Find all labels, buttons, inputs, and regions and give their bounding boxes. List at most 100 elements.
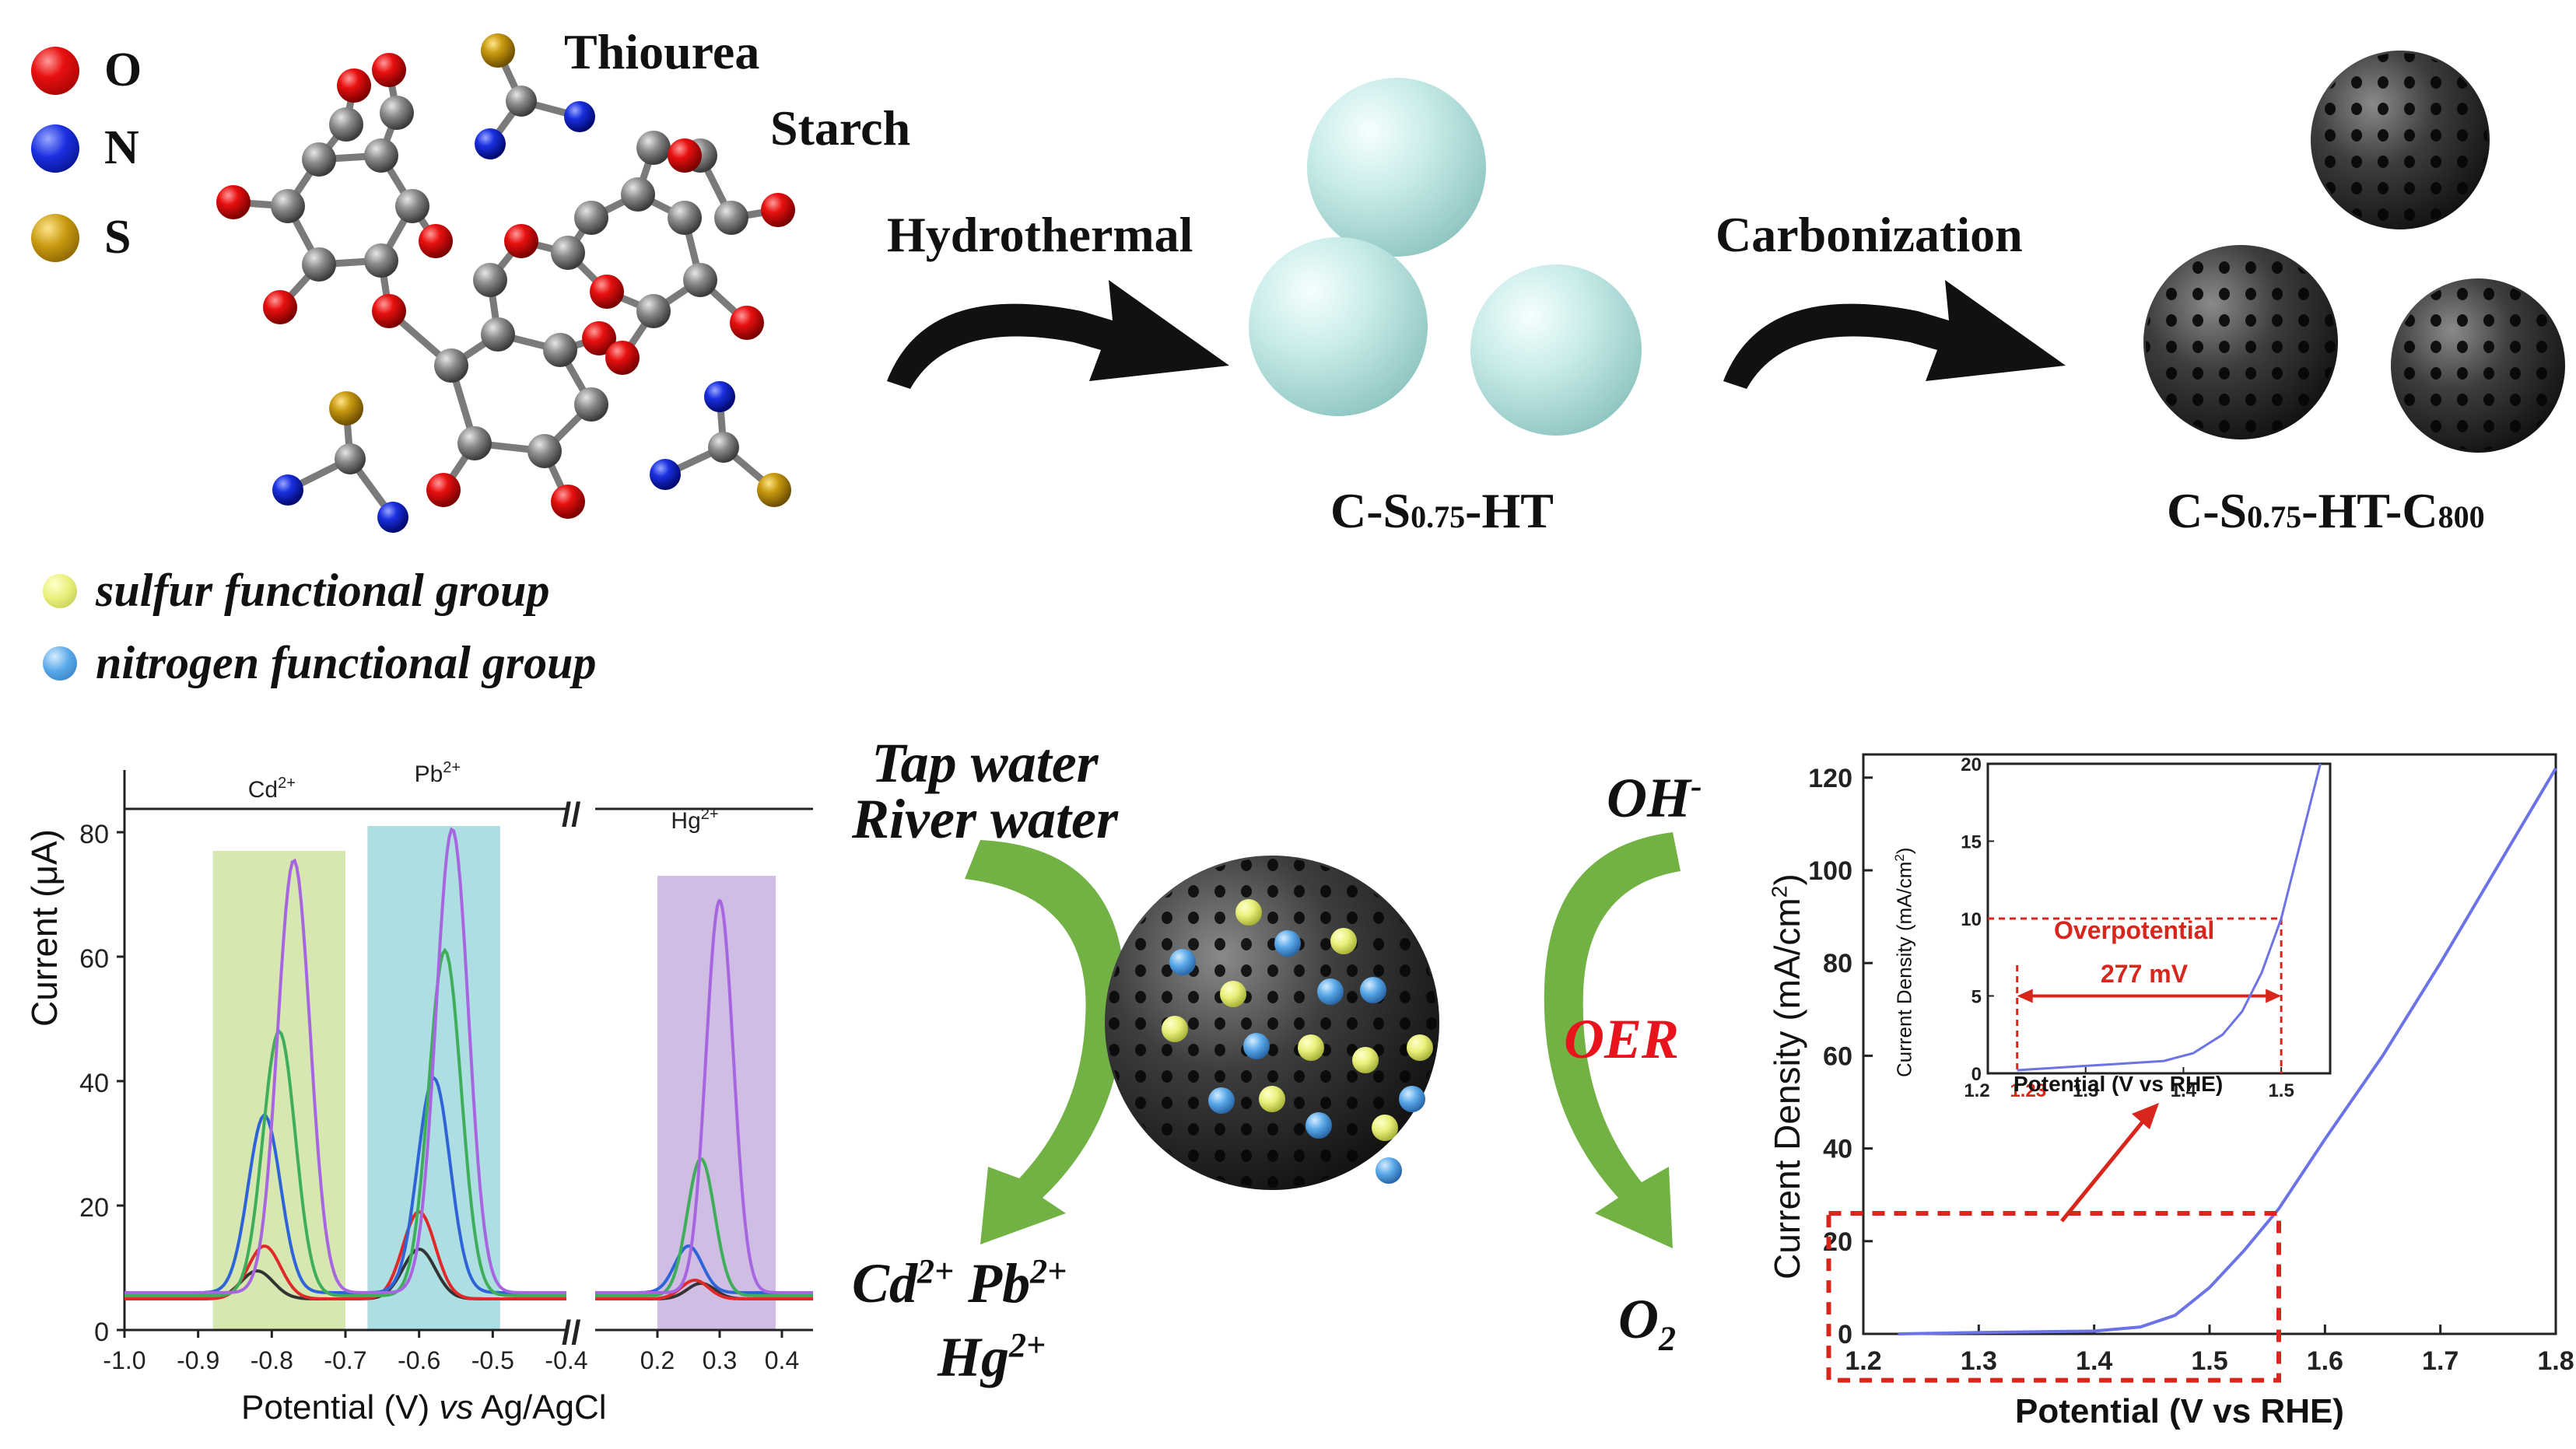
inset-lsv-curve <box>2017 763 2322 1072</box>
sulfur-group-dot-icon <box>43 573 77 608</box>
functional-group-dots <box>1162 899 1433 1184</box>
x-tick-label: -0.4 <box>545 1346 587 1374</box>
hydroxide-label: OH- <box>1607 767 1702 829</box>
molecule-structures <box>216 33 795 533</box>
inset-x-tick-label: 1.2 <box>1964 1080 1989 1101</box>
hydrothermal-arrow-icon <box>887 280 1229 389</box>
sulfur-ball-icon <box>31 213 79 262</box>
y-tick-label: 80 <box>1823 949 1852 978</box>
nitrogen-ball-icon <box>31 124 79 173</box>
y-tick-label: 80 <box>79 820 109 849</box>
ions-label: Cd2+ Pb2+ Hg2+ <box>852 1252 1067 1388</box>
product2-label: C-S0.75-HT-C800 <box>2167 483 2485 538</box>
x-tick-label: 1.6 <box>2307 1346 2343 1376</box>
overpotential-value: 277 mV <box>2093 960 2196 989</box>
x-tick-label: -0.9 <box>177 1346 219 1374</box>
peak-label: Hg2+ <box>671 806 718 834</box>
y-tick-label: 60 <box>79 944 109 974</box>
carbonization-label: Carbonization <box>1716 207 2023 262</box>
oer-label: OER <box>1564 1008 1680 1070</box>
legend-group-label: nitrogen functional group <box>96 637 597 688</box>
legend-atom-n: N <box>31 121 139 176</box>
y-tick-label: 0 <box>94 1318 109 1347</box>
axis-break-mark: // <box>562 1314 580 1352</box>
x-tick-label: 0.3 <box>703 1346 737 1374</box>
series-line-right <box>595 1157 813 1297</box>
series-line-left <box>124 827 566 1294</box>
nitrogen-group-dot-icon <box>43 646 77 681</box>
inset-x-tick-label: 1.3 <box>2073 1080 2098 1101</box>
series-line-right <box>595 1279 813 1300</box>
starch-label: Starch <box>770 100 911 156</box>
y-tick-label: 20 <box>79 1193 109 1223</box>
x-tick-label: 1.7 <box>2422 1346 2459 1376</box>
inset-x-axis-label: Potential (V vs RHE) <box>2013 1072 2224 1096</box>
legend-atom-label: O <box>104 44 142 96</box>
series-line-left <box>124 947 566 1297</box>
hydrothermal-spheres <box>1249 78 1642 436</box>
inset-y-axis-label: Current Density (mA/cm2) <box>1892 847 1916 1077</box>
legend-atom-o: O <box>31 43 142 98</box>
x-tick-label: 1.5 <box>2191 1346 2227 1376</box>
inset-x-tick-label-red: 1.23 <box>2010 1080 2046 1101</box>
axis-break-mark-top: // <box>562 796 580 834</box>
band-hg <box>657 876 776 1330</box>
y-tick-label: 60 <box>1823 1041 1852 1071</box>
inset-y-tick-label: 10 <box>1961 909 1982 930</box>
y-tick-label: 40 <box>1823 1135 1852 1164</box>
zoom-arrow-line <box>2060 1115 2149 1223</box>
series-line-left <box>124 1210 566 1300</box>
oxygen-ball-icon <box>31 46 79 95</box>
x-tick-label: 0.4 <box>765 1346 799 1374</box>
inset-y-tick-label: 5 <box>1971 987 1982 1008</box>
legend-nitrogen-group: nitrogen functional group <box>43 636 597 690</box>
x-tick-label: 1.3 <box>1961 1346 1997 1376</box>
oxygen-label: O2 <box>1618 1288 1676 1358</box>
x-tick-label: 1.4 <box>2076 1346 2112 1376</box>
x-tick-label: 1.2 <box>1845 1346 1881 1376</box>
x-tick-label: -0.8 <box>251 1346 293 1374</box>
y-tick-label: 120 <box>1808 764 1852 793</box>
y-tick-label: 40 <box>79 1069 109 1098</box>
chart2-y-axis-label: Current Density (mA/cm2) <box>1767 873 1807 1279</box>
x-tick-label: 0.2 <box>640 1346 675 1374</box>
green-arrows <box>965 832 1681 1248</box>
overpotential-label: Overpotential <box>2054 916 2215 944</box>
peak-label: Pb2+ <box>415 759 461 787</box>
carbonized-spheres <box>2143 51 2565 453</box>
stripping-voltammetry-chart: // // 0 20 40 60 80 -1.0 -0.9 -0.8 -0.7 -0.6 -0.5 -0.… <box>79 759 813 1374</box>
y-tick-label: 0 <box>1838 1320 1852 1349</box>
chart1-x-axis-label: Potential (V) vs Ag/AgCl <box>241 1388 607 1426</box>
inset-y-tick-label: 0 <box>1971 1064 1982 1085</box>
x-tick-label: -0.6 <box>398 1346 440 1374</box>
legend-sulfur-group: sulfur functional group <box>43 564 550 618</box>
peak-label: Cd2+ <box>248 775 296 803</box>
inset-y-tick-label: 20 <box>1961 754 1982 775</box>
legend-group-label: sulfur functional group <box>96 565 550 616</box>
y-tick-label: 100 <box>1808 856 1852 886</box>
product1-label: C-S0.75-HT <box>1330 483 1554 538</box>
hydrothermal-label: Hydrothermal <box>887 207 1193 262</box>
thiourea-label: Thiourea <box>564 24 760 79</box>
water-source-label: Tap water River water <box>852 732 1118 850</box>
band-cd <box>212 851 345 1330</box>
inset-y-tick-label: 15 <box>1961 832 1982 853</box>
series-line-right <box>595 898 813 1294</box>
x-tick-label: -0.5 <box>471 1346 514 1374</box>
inset-x-tick-label: 1.5 <box>2268 1080 2294 1101</box>
zoom-box <box>1826 1211 2281 1383</box>
x-tick-label: -1.0 <box>103 1346 145 1374</box>
x-tick-label: 1.8 <box>2537 1346 2574 1376</box>
arrow-left-icon <box>2017 989 2033 1003</box>
x-tick-label: -0.7 <box>324 1346 366 1374</box>
arrow-right-icon <box>2266 989 2282 1003</box>
inset-x-tick-label: 1.4 <box>2171 1080 2197 1101</box>
carbonization-arrow-icon <box>1723 280 2066 389</box>
legend-atom-s: S <box>31 210 131 265</box>
chart2-x-axis-label: Potential (V vs RHE) <box>2015 1392 2344 1430</box>
lsv-curve <box>1898 767 2557 1335</box>
chart1-y-axis-label: Current (μA) <box>24 829 65 1027</box>
legend-atom-label: N <box>104 121 139 174</box>
legend-atom-label: S <box>104 211 131 264</box>
